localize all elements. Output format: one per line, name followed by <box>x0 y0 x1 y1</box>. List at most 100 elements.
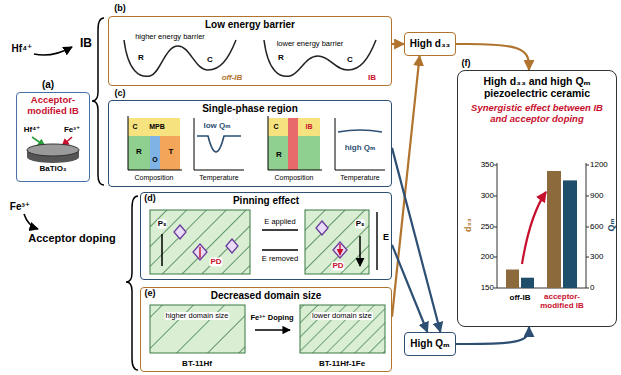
connector-arrow <box>456 327 529 344</box>
result-box: High d₃₃ <box>404 32 456 56</box>
phase-label: O <box>152 156 157 164</box>
domain-picture <box>174 221 347 260</box>
state-label: C <box>347 56 353 65</box>
phase-label: IB <box>306 123 313 131</box>
brace <box>126 196 138 370</box>
annotation: Fe³⁺ Doping <box>250 314 293 322</box>
phase-label: R <box>136 148 142 157</box>
tick-label: 300 <box>481 192 494 201</box>
phase-label: MPB <box>149 123 165 131</box>
phase-label: C <box>132 123 137 131</box>
ceramic-disc <box>27 144 79 156</box>
bar-chart <box>494 163 589 288</box>
tick-label: 900 <box>590 192 603 201</box>
bar-chart <box>497 163 586 288</box>
axis-title: d₃₃ <box>464 218 474 232</box>
panel-letter: (e) <box>145 289 156 299</box>
bar-chart <box>494 165 589 288</box>
domain-picture <box>300 305 385 353</box>
ion-arrows <box>24 47 72 229</box>
brace <box>92 18 138 370</box>
axis-title: Qₘ <box>607 219 617 232</box>
panel-letter: (c) <box>115 89 126 99</box>
category-label: off-IB <box>510 294 531 303</box>
phase-label: C <box>273 123 278 131</box>
sample-label: BaTiO₃ <box>39 165 66 174</box>
domain-picture <box>255 212 377 330</box>
box-title: High Qₘ <box>410 338 449 350</box>
ion-label: Hf⁴⁺ <box>12 43 33 54</box>
domain-picture <box>226 239 238 253</box>
domain-picture <box>316 221 328 235</box>
energy-curve <box>124 40 376 76</box>
axis-label: Composition <box>275 174 314 182</box>
phase-diagram <box>150 136 160 170</box>
panel-letter: (b) <box>114 4 126 14</box>
domain-picture <box>150 210 250 274</box>
ion-label: Fe³⁺ <box>10 201 30 212</box>
annotation: low Qₘ <box>203 122 230 131</box>
connector-arrow <box>392 245 427 332</box>
panel-letter: (f) <box>462 59 471 69</box>
connector-arrow <box>392 43 404 45</box>
tick-label: 250 <box>481 223 494 232</box>
vector-label: PD <box>331 262 344 271</box>
sample-label: BT-11Hf <box>182 360 212 369</box>
axis-label: Temperature <box>340 174 379 182</box>
annotation: IB <box>368 74 376 83</box>
box-title: Decreased domain size <box>211 290 322 302</box>
bar-chart <box>506 270 519 289</box>
result-box: High Qₘ <box>404 332 456 356</box>
connector-arrow <box>392 148 440 332</box>
annotation: lower energy barrier <box>277 40 344 48</box>
tick-label: 0 <box>590 284 594 293</box>
bar-chart <box>563 180 577 288</box>
bar-chart <box>521 278 534 288</box>
tick-label: 1200 <box>590 161 608 170</box>
energy-curve <box>264 40 376 76</box>
box-title: Pinning effect <box>233 195 299 207</box>
vector-label: PD <box>209 258 222 267</box>
brace <box>92 18 104 185</box>
tick-label: 200 <box>481 253 494 262</box>
group-label: Acceptor doping <box>28 232 115 244</box>
connector-arrow <box>456 44 529 70</box>
tick-label: 150 <box>481 284 494 293</box>
bar-chart <box>522 192 546 264</box>
state-label: R <box>138 54 144 63</box>
box-subtitle: Synergistic effect between IB and accept… <box>464 103 610 125</box>
annotation: lower domain size <box>311 312 373 320</box>
ion-arrows <box>24 214 38 229</box>
annotation: higher energy barrier <box>135 33 205 41</box>
vector-label: Pₛ <box>355 220 365 229</box>
field-label: E <box>383 233 389 243</box>
phase-diagram <box>128 116 385 170</box>
box-title: Low energy barrier <box>205 19 295 31</box>
box-title: High d₃₃ <box>410 38 450 50</box>
domain-picture <box>174 225 186 239</box>
domain-picture <box>150 305 245 353</box>
energy-curve <box>124 40 236 76</box>
phase-label: R <box>276 151 282 160</box>
vector-label: Pₛ <box>157 220 167 229</box>
bar-chart <box>547 171 561 288</box>
domain-picture <box>162 234 360 266</box>
annotation: high Qₘ <box>345 144 376 153</box>
phase-diagram <box>197 130 382 152</box>
state-label: C <box>207 56 213 65</box>
ion-label: Fe³⁺ <box>64 126 80 135</box>
ion-arrows <box>34 47 72 55</box>
category-label: acceptor-modified IB <box>533 293 591 311</box>
ion-label: Hf⁴⁺ <box>24 126 41 135</box>
mechanism-panel: Low energy barrier <box>108 16 392 86</box>
sample-label: BT-11Hf-1Fe <box>319 360 365 369</box>
phase-diagram <box>128 136 150 170</box>
group-label: IB <box>80 37 92 50</box>
phase-diagram <box>128 116 385 170</box>
tick-label: 600 <box>590 223 603 232</box>
annotation: E applied <box>264 218 295 226</box>
tick-label: 300 <box>590 253 603 262</box>
mechanism-panel: Pinning effect <box>140 192 392 280</box>
domain-picture <box>150 210 385 353</box>
